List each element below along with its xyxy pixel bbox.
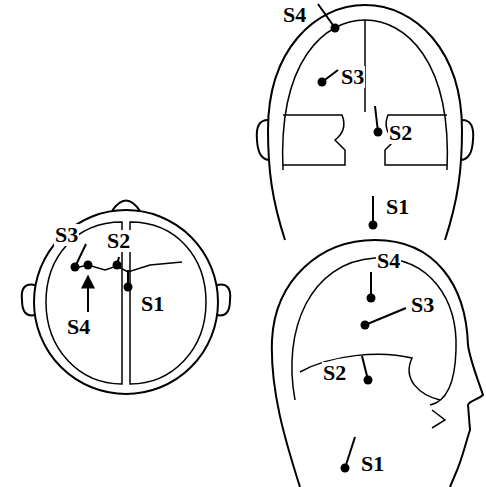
- side-view-head: [272, 240, 483, 487]
- source-label: S2: [106, 230, 131, 252]
- source-label: S3: [340, 66, 365, 88]
- source-label: S1: [360, 453, 385, 475]
- top-view-head: [22, 201, 230, 395]
- source-label: S4: [282, 4, 307, 26]
- source-label: S3: [410, 294, 435, 316]
- source-dots: [71, 24, 383, 473]
- back-view-head: [257, 5, 474, 240]
- source-label: S4: [376, 250, 401, 272]
- source-label: S1: [385, 196, 410, 218]
- dipole-sources: [75, 4, 406, 468]
- source-label: S4: [66, 316, 91, 338]
- source-label: S3: [54, 224, 79, 246]
- source-label: S2: [388, 122, 413, 144]
- source-label: S1: [140, 293, 165, 315]
- source-label: S2: [322, 362, 347, 384]
